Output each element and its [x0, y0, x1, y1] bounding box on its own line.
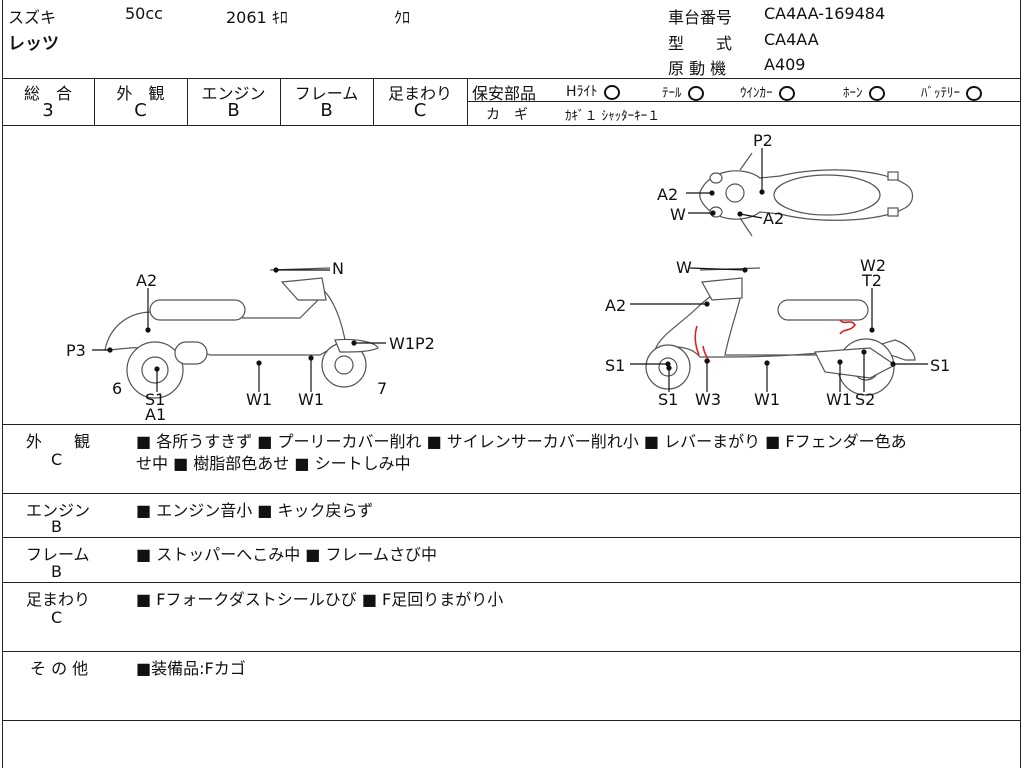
- grade-exterior-label: 外 観: [116, 84, 165, 103]
- divider: [2, 651, 1020, 652]
- grade-frame-value: B: [320, 100, 333, 121]
- safety-item-label: ﾊﾞｯﾃﾘｰ: [921, 86, 960, 101]
- remark-frame-grade: B: [51, 562, 62, 581]
- label-w: W: [670, 205, 686, 224]
- engine-type-value: A409: [764, 55, 806, 74]
- remark-exterior-text-2: せ中 ■ 樹脂部色あせ ■ シートしみ中: [136, 454, 411, 473]
- remark-other-text: ■装備品:Fカゴ: [136, 659, 246, 678]
- safety-item-label: ﾃｰﾙ: [662, 86, 682, 101]
- engine-type-label: 原 動 機: [668, 59, 727, 78]
- label-a2: A2: [136, 271, 158, 290]
- divider: [2, 424, 1020, 425]
- label-w1p2: W1P2: [389, 334, 435, 353]
- grade-total-label: 総 合: [23, 84, 72, 103]
- label-s1: S1: [658, 390, 679, 409]
- remark-engine-label: エンジン: [26, 501, 91, 520]
- remark-suspension-label: 足まわり: [26, 590, 91, 609]
- color: ｸﾛ: [394, 8, 411, 27]
- remark-engine-text: ■ エンジン音小 ■ キック戻らず: [136, 501, 374, 520]
- divider: [280, 78, 281, 125]
- divider: [2, 493, 1020, 494]
- label-p3: P3: [66, 341, 86, 360]
- label-w1: W1: [298, 390, 324, 409]
- grade-suspension-label: 足まわり: [387, 84, 452, 103]
- label-w1: W1: [246, 390, 272, 409]
- scooter-right-view: [645, 267, 916, 396]
- safety-item-label: Hﾗｲﾄ: [566, 84, 598, 100]
- key-value: ｶｷﾞ１ ｼｬｯﾀｰｷｰ１: [565, 109, 661, 124]
- ok-mark-icon: [778, 86, 795, 101]
- model-name: レッツ: [8, 34, 59, 54]
- remark-suspension-text: ■ Fフォークダストシールひび ■ F足回りまがり小: [136, 590, 504, 609]
- ok-mark-icon: [687, 86, 704, 101]
- ok-mark-icon: [966, 86, 982, 101]
- label-s1: S1: [605, 356, 626, 375]
- label-w1: W1: [754, 390, 780, 409]
- remark-frame-text: ■ ストッパーへこみ中 ■ フレームさび中: [136, 545, 438, 564]
- divider: [373, 78, 374, 125]
- label-a2: A2: [763, 209, 785, 228]
- divider: [2, 582, 1020, 583]
- chassis-value: CA4AA-169484: [764, 4, 886, 23]
- mileage: 2061 ｷﾛ: [226, 8, 288, 27]
- grade-exterior-value: C: [134, 100, 147, 121]
- divider: [187, 78, 188, 125]
- divider: [2, 125, 1020, 126]
- label-p2: P2: [753, 131, 773, 150]
- safety-battery: ﾊﾞｯﾃﾘｰ: [921, 82, 982, 101]
- safety-horn: ﾎｰﾝ: [843, 82, 885, 101]
- label-w2: W2: [860, 256, 886, 275]
- label-s1: S1: [930, 356, 951, 375]
- label-s1: S1: [145, 390, 166, 409]
- safety-item-label: ﾎｰﾝ: [843, 86, 863, 101]
- damage-diagram: [92, 148, 928, 399]
- divider: [2, 78, 1020, 79]
- safety-item-label: ｳｲﾝｶｰ: [740, 86, 773, 101]
- divider: [94, 78, 95, 125]
- remark-suspension-grade: C: [51, 608, 63, 627]
- label-7: 7: [377, 379, 388, 398]
- grade-engine-label: エンジン: [201, 84, 266, 103]
- remark-exterior-text: ■ 各所うすきず ■ プーリーカバー削れ ■ サイレンサーカバー削れ小 ■ レバ…: [136, 432, 907, 451]
- label-a2: A2: [605, 296, 627, 315]
- grade-total-value: 3: [42, 100, 54, 121]
- divider: [2, 720, 1020, 721]
- safety-winker: ｳｲﾝｶｰ: [740, 82, 795, 101]
- border-left: [2, 0, 3, 768]
- grade-frame-label: フレーム: [294, 84, 359, 103]
- maker: スズキ: [8, 8, 57, 27]
- remark-other-label: そ の 他: [30, 659, 89, 678]
- label-t2: T2: [862, 271, 882, 290]
- type-value: CA4AA: [764, 30, 819, 49]
- key-label: カ ギ: [486, 107, 528, 123]
- chassis-label: 車台番号: [668, 8, 733, 27]
- ok-mark-icon: [868, 86, 885, 101]
- divider: [467, 101, 1020, 102]
- label-w3: W3: [695, 390, 721, 409]
- label-a2: A2: [657, 185, 679, 204]
- label-n: N: [332, 259, 344, 278]
- displacement: 50cc: [125, 4, 163, 23]
- safety-headlight: Hﾗｲﾄ: [566, 81, 620, 101]
- grade-suspension-value: C: [413, 100, 427, 121]
- label-s2: S2: [855, 390, 876, 409]
- remark-engine-grade: B: [51, 517, 62, 536]
- border-right: [1020, 0, 1021, 768]
- label-a1: A1: [145, 405, 167, 424]
- divider: [2, 537, 1020, 538]
- label-6: 6: [112, 379, 123, 398]
- divider: [467, 78, 468, 125]
- scooter-top-view: [699, 152, 914, 237]
- type-label: 型 式: [668, 34, 733, 53]
- remark-exterior-label: 外 観: [26, 432, 91, 451]
- safety-label: 保安部品: [472, 84, 537, 103]
- remark-frame-label: フレーム: [26, 545, 90, 564]
- ok-mark-icon: [603, 84, 620, 100]
- grade-engine-value: B: [227, 100, 240, 121]
- label-w: W: [676, 258, 692, 277]
- label-w1: W1: [826, 390, 852, 409]
- remark-exterior-grade: C: [51, 450, 63, 469]
- safety-tail: ﾃｰﾙ: [662, 82, 704, 101]
